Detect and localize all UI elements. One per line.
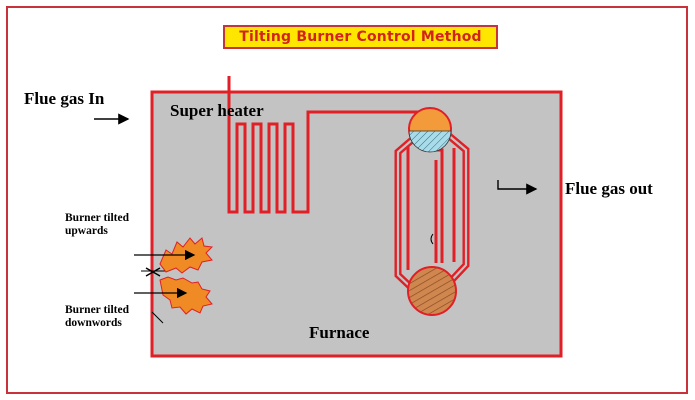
steam-drum <box>408 107 452 153</box>
super-heater-label: Super heater <box>170 101 264 120</box>
burner-assembly <box>141 267 166 277</box>
title-box: Tilting Burner Control Method <box>223 25 498 49</box>
flue-gas-out-arrow <box>497 180 538 195</box>
outer-frame <box>6 6 688 394</box>
small-bracket <box>430 233 434 245</box>
pointer-tick <box>151 311 164 324</box>
burner-up-label: Burner tilted upwards <box>65 212 129 238</box>
burner-down-label-line1: Burner tilted <box>65 304 129 316</box>
furnace-box <box>150 90 563 358</box>
superheater-coil <box>227 76 424 214</box>
burner-down-label: Burner tilted downwords <box>65 304 129 330</box>
burner-up-label-line2: upwards <box>65 225 108 237</box>
diagram-title: Tilting Burner Control Method <box>239 29 482 45</box>
water-wall-tubes <box>394 130 470 296</box>
flue-gas-in-label: Flue gas In <box>24 89 105 108</box>
flue-gas-out-label: Flue gas out <box>565 179 653 198</box>
mud-drum <box>407 266 457 316</box>
furnace-label: Furnace <box>309 323 370 342</box>
burner-up-label-line1: Burner tilted <box>65 212 129 224</box>
burner-down-label-line2: downwords <box>65 317 122 329</box>
